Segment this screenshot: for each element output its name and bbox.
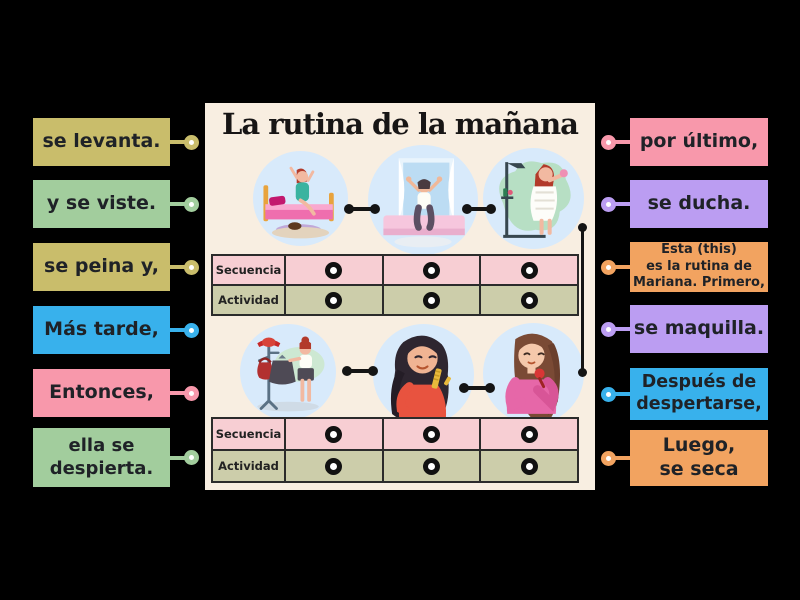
row-header: Actividad <box>213 286 286 314</box>
row-header: Secuencia <box>213 419 286 449</box>
tag-anchor-dot <box>184 322 199 338</box>
tag-stem <box>614 392 630 396</box>
sequence-row: Secuencia <box>213 419 577 451</box>
row-header: Secuencia <box>213 256 286 284</box>
showering-illustration <box>483 148 584 249</box>
word-tag-se-levanta[interactable]: se levanta. <box>33 118 199 166</box>
word-tag-luego-se-seca[interactable]: Luego, se seca <box>601 430 768 486</box>
diagram-card: La rutina de la mañana <box>205 103 595 490</box>
word-tag-esta-es-la-rutina[interactable]: Esta (this) es la rutina de Mariana. Pri… <box>601 242 768 292</box>
word-tag-se-ducha[interactable]: se ducha. <box>601 180 768 228</box>
answer-table-bottom: Secuencia Actividad <box>211 417 579 483</box>
word-tag-se-maquilla[interactable]: se maquilla. <box>601 305 768 353</box>
tag-stem <box>170 328 186 332</box>
drop-target[interactable] <box>520 457 538 475</box>
tag-anchor-dot <box>601 196 616 212</box>
tag-stem <box>614 140 630 144</box>
tag-anchor-dot <box>601 134 616 150</box>
word-tag-despues-de-despertarse[interactable]: Después de despertarse, <box>601 368 768 420</box>
choosing-clothes-illustration <box>240 324 336 420</box>
word-tag-ella-se-despierta[interactable]: ella se despierta. <box>33 428 199 487</box>
tag-anchor-dot <box>601 259 616 275</box>
sequence-connector <box>462 204 496 214</box>
tag-stem <box>170 202 186 206</box>
tag-stem <box>614 327 630 331</box>
tag-anchor-dot <box>601 450 616 466</box>
sequence-row: Secuencia <box>213 256 577 286</box>
drop-target[interactable] <box>325 291 343 309</box>
sequence-connector <box>459 383 495 393</box>
word-tag-mas-tarde[interactable]: Más tarde, <box>33 306 199 354</box>
drop-target[interactable] <box>423 457 440 475</box>
tag-anchor-dot <box>184 196 199 212</box>
drop-target[interactable] <box>325 261 343 279</box>
tag-stem <box>170 140 186 144</box>
drop-target[interactable] <box>423 261 440 279</box>
drop-target[interactable] <box>325 457 343 475</box>
drop-target[interactable] <box>520 425 538 443</box>
activity-row: Actividad <box>213 286 577 314</box>
word-tag-se-peina-y[interactable]: se peina y, <box>33 243 199 291</box>
tag-stem <box>614 456 630 460</box>
tag-stem <box>614 265 630 269</box>
waking-up-in-bed-illustration <box>253 151 348 246</box>
tag-anchor-dot <box>184 385 199 401</box>
tag-stem <box>170 265 186 269</box>
tag-anchor-dot <box>601 321 616 337</box>
combing-hair-illustration <box>373 324 474 425</box>
tag-stem <box>170 455 186 460</box>
drop-target[interactable] <box>325 425 343 443</box>
tag-anchor-dot <box>184 450 199 465</box>
drop-target[interactable] <box>423 425 440 443</box>
tag-stem <box>614 202 630 206</box>
activity-row: Actividad <box>213 451 577 481</box>
tag-anchor-dot <box>184 134 199 150</box>
tag-stem <box>170 391 186 395</box>
row-link-connector <box>578 223 587 377</box>
stretching-on-bed-illustration <box>368 145 478 255</box>
row-header: Actividad <box>213 451 286 481</box>
word-tag-y-se-viste[interactable]: y se viste. <box>33 180 199 228</box>
applying-makeup-illustration <box>483 323 584 424</box>
answer-table-top: Secuencia Actividad <box>211 254 579 316</box>
word-tag-por-ultimo[interactable]: por último, <box>601 118 768 166</box>
sequence-connector <box>344 204 380 214</box>
drop-target[interactable] <box>520 291 538 309</box>
drop-target[interactable] <box>423 291 440 309</box>
diagram-title: La rutina de la mañana <box>222 107 579 141</box>
tag-anchor-dot <box>184 259 199 275</box>
word-tag-entonces[interactable]: Entonces, <box>33 369 199 417</box>
drop-target[interactable] <box>520 261 538 279</box>
tag-anchor-dot <box>601 386 616 402</box>
sequence-connector <box>342 366 378 376</box>
